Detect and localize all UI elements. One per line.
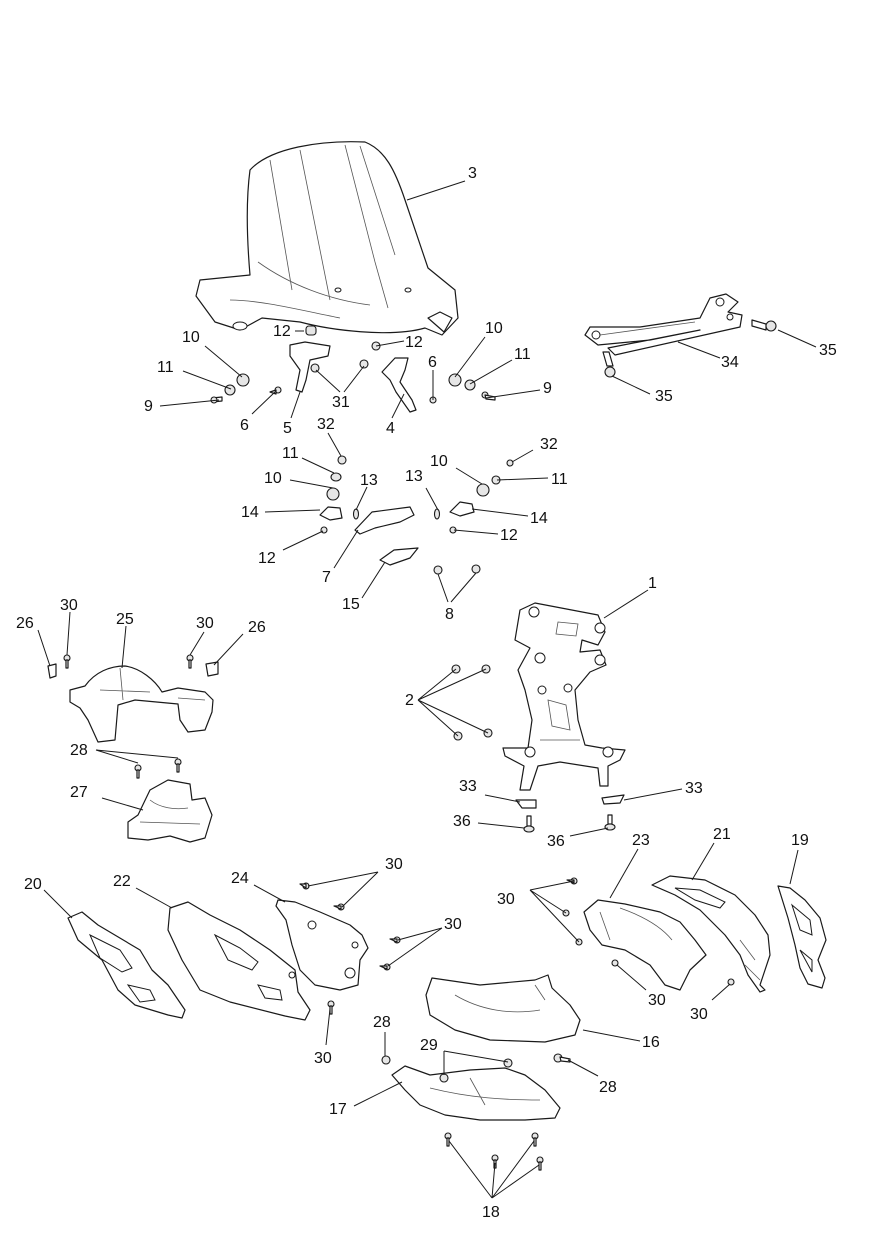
callout-4: 4 [386, 420, 395, 437]
callout-16: 16 [642, 1034, 660, 1051]
callout-30: 30 [497, 891, 515, 908]
callout-29: 29 [420, 1037, 438, 1054]
callout-28: 28 [70, 742, 88, 759]
callout-11: 11 [157, 359, 174, 376]
callout-12: 12 [405, 334, 423, 351]
small-hardware-top [210, 325, 496, 404]
callout-5: 5 [283, 420, 292, 437]
callout-11: 11 [551, 471, 568, 488]
callout-17: 17 [329, 1101, 347, 1118]
callout-32: 32 [540, 436, 558, 453]
callout-6: 6 [240, 417, 249, 434]
callout-21: 21 [713, 826, 731, 843]
cockpit-cover-part [47, 654, 219, 743]
callout-19: 19 [791, 832, 809, 849]
windscreen-part [195, 141, 459, 336]
callout-36: 36 [547, 833, 565, 850]
callout-26: 26 [248, 619, 266, 636]
callout-14: 14 [530, 510, 548, 527]
callout-27: 27 [70, 784, 88, 801]
callout-12: 12 [273, 323, 291, 340]
subframe-part [502, 602, 626, 791]
callout-34: 34 [721, 354, 739, 371]
callout-30: 30 [314, 1050, 332, 1067]
callout-10: 10 [264, 470, 282, 487]
leader-lines [37, 180, 817, 1199]
side-panel-left-part [67, 911, 186, 1019]
callout-30: 30 [196, 615, 214, 632]
callout-32: 32 [317, 416, 335, 433]
callout-11: 11 [282, 445, 299, 462]
side-panel-outer-part [777, 885, 827, 989]
callout-12: 12 [500, 527, 518, 544]
callout-22: 22 [113, 873, 131, 890]
callout-3: 3 [468, 165, 477, 182]
callout-13: 13 [405, 468, 423, 485]
bolt-part [602, 319, 777, 378]
callout-14: 14 [241, 504, 259, 521]
callout-28: 28 [599, 1079, 617, 1096]
callout-13: 13 [360, 472, 378, 489]
callout-35: 35 [819, 342, 837, 359]
callout-11: 11 [514, 346, 531, 363]
callout-1: 1 [648, 575, 657, 592]
callout-6: 6 [428, 354, 437, 371]
mounting-bar-part [584, 293, 743, 356]
callout-10: 10 [430, 453, 448, 470]
callout-30: 30 [648, 992, 666, 1009]
callout-15: 15 [342, 596, 360, 613]
callout-10: 10 [182, 329, 200, 346]
side-panel-mid-part [167, 901, 311, 1021]
callout-9: 9 [543, 380, 552, 397]
callout-18: 18 [482, 1204, 500, 1221]
callout-2: 2 [405, 692, 414, 709]
callout-28: 28 [373, 1014, 391, 1031]
bracket-left-part [289, 341, 331, 393]
callout-30: 30 [385, 856, 403, 873]
callout-33: 33 [685, 780, 703, 797]
callout-9: 9 [144, 398, 153, 415]
callout-7: 7 [322, 569, 331, 586]
callout-30: 30 [690, 1006, 708, 1023]
callout-35: 35 [655, 388, 673, 405]
side-panel-right-part [651, 875, 771, 993]
side-panel-right-inner-part [562, 877, 735, 991]
callout-33: 33 [459, 778, 477, 795]
callout-20: 20 [24, 876, 42, 893]
callout-26: 26 [16, 615, 34, 632]
callout-25: 25 [116, 611, 134, 628]
callout-24: 24 [231, 870, 249, 887]
bracket-right-part [381, 357, 417, 413]
side-panel-inner-part [275, 882, 401, 1015]
lower-panel-part [381, 1053, 571, 1171]
belly-pan-part [425, 974, 581, 1043]
callout-36: 36 [453, 813, 471, 830]
callout-31: 31 [332, 394, 350, 411]
callout-12: 12 [258, 550, 276, 567]
small-hardware-middle [319, 455, 514, 575]
callout-10: 10 [485, 320, 503, 337]
lower-cover-part [127, 758, 213, 843]
callout-23: 23 [632, 832, 650, 849]
callout-labels: 1 2 3 4 5 6 6 7 8 9 9 10 10 10 10 11 11 … [16, 165, 837, 1221]
callout-8: 8 [445, 606, 454, 623]
callout-30: 30 [60, 597, 78, 614]
callout-30: 30 [444, 916, 462, 933]
